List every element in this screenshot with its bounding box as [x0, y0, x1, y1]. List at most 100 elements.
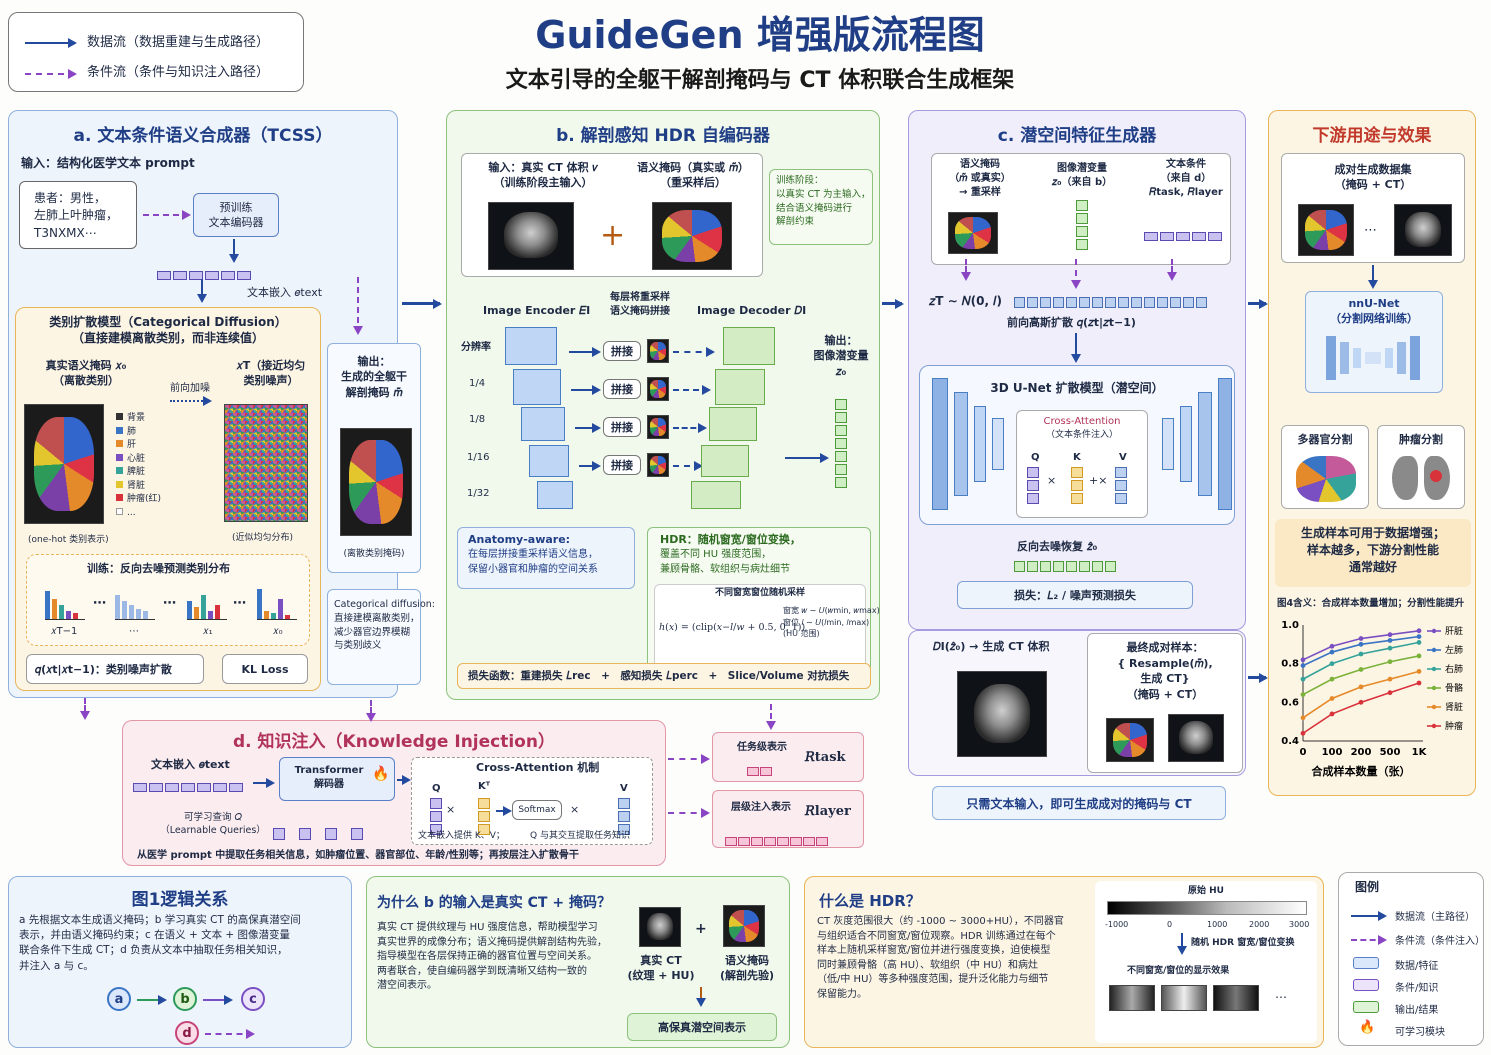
concat-mask-1 — [647, 339, 669, 363]
generated-ct-volume — [957, 671, 1047, 757]
cond-to-seq-3 — [1167, 259, 1177, 281]
multi-organ-label: 多器官分割 — [1297, 433, 1353, 446]
hu-tick-4: 2000 — [1249, 920, 1270, 929]
fig-caption: 图4含义：合成样本数量增加；分割性能提升 — [1277, 598, 1465, 609]
final-sample-box: 最终成对样本： { Resample(𝑚̃), 生成 CT} （掩码 + CT） — [1087, 633, 1243, 773]
data-point — [1329, 676, 1335, 682]
unet-dec-4 — [1218, 378, 1232, 510]
categorical-diffusion-box: 类别扩散模型（Categorical Diffusion） （直接建模离散类别，… — [15, 307, 321, 691]
text-embedding-tokens — [157, 265, 253, 284]
transformer-label: Transformer 解码器 — [294, 765, 364, 790]
cond-to-seq-2 — [1071, 259, 1081, 289]
node-a: a — [107, 987, 131, 1011]
b-to-c-logic — [203, 995, 233, 1005]
d-times-1: × — [446, 803, 456, 816]
final-text: { Resample(𝑚̃), 生成 CT} （掩码 + CT） — [1117, 657, 1213, 701]
hdr-info-box: 什么是 HDR？ CT 灰度范围很大（约 -1000 ~ 3000+HU），不同… — [804, 876, 1324, 1048]
legend-data-feature: 数据/特征 — [1395, 961, 1439, 972]
series-line — [1302, 641, 1420, 680]
d-k-col — [478, 798, 490, 837]
hdr-text: 覆盖不同 HU 强度范围， 兼顾骨骼、软组织与病灶细节 — [660, 549, 790, 575]
d-cross-title: Cross-Attention 机制 — [476, 761, 600, 774]
anatomy-text: 在每层拼接重采样语义信息， 保留小器官和肿瘤的空间关系 — [468, 549, 598, 575]
concat-mask-3 — [647, 415, 669, 439]
legend-label: 右肺 — [1445, 663, 1463, 675]
encoder-to-embed-arrow — [229, 239, 239, 263]
data-point — [1358, 684, 1364, 690]
data-point — [1300, 715, 1306, 721]
enc-block-5 — [537, 481, 573, 509]
data-point — [1300, 663, 1306, 668]
unet-dec-1 — [1162, 418, 1174, 470]
scale-32: 1/32 — [467, 488, 490, 499]
c-cross-sub: （文本条件注入） — [1045, 430, 1118, 440]
data-point — [1416, 634, 1422, 639]
step-x0: 𝑥₀ — [273, 626, 283, 637]
unet-enc-3 — [974, 406, 986, 482]
c-sem-mask-volume — [948, 212, 998, 254]
cat-more: ... — [127, 507, 136, 518]
data-flow-arrow — [25, 38, 77, 48]
hdr-graphic-box: 原始 HU -1000 0 1000 2000 3000 随机 HDR 窗宽/窗… — [1095, 881, 1317, 1043]
legend-cond-swatch — [1353, 979, 1379, 991]
bottom-legend: 图例 数据流（主路径） 条件流（条件注入） 数据/特征 条件/知识 输出/结果 … — [1338, 872, 1485, 1046]
dist-bars-2 — [115, 585, 155, 620]
embed-label: 文本嵌入 𝑒text — [247, 286, 323, 299]
c-to-downstream-arrow — [1248, 299, 1268, 309]
legend-output-swatch — [1353, 1001, 1379, 1013]
d-embed-to-transformer — [253, 778, 275, 788]
x-tick-label: 200 — [1351, 747, 1372, 758]
b-input-box: 输入：真实 CT 体积 𝑣 （训练阶段主输入） 语义掩码（真实或 𝑚̃） （重采… — [461, 153, 763, 277]
why-mask-volume — [723, 905, 765, 947]
xT-noise-volume — [224, 404, 308, 522]
why-plus: + — [695, 921, 707, 937]
d-to-task-arrow — [668, 754, 710, 764]
cat-tumor: 肿瘤(红) — [127, 494, 162, 504]
data-point — [1387, 638, 1393, 643]
c-text-cond-label: 文本条件 （来自 d） 𝑅task, 𝑅layer — [1149, 159, 1223, 198]
step-x1: 𝑥₁ — [203, 626, 213, 637]
b-to-c-arrow — [882, 299, 904, 309]
data-point — [1358, 699, 1364, 705]
dist-bars-3 — [187, 585, 227, 620]
concat-1: 拼接 — [603, 341, 641, 361]
c-cond-box: 语义掩码 （𝑚̃ 或真实） → 重采样 图像潜变量 𝑧₀（来自 b） 文本条件 … — [931, 153, 1231, 265]
c-cross-title: Cross-Attention — [1043, 416, 1121, 427]
kl-loss-box: KL Loss — [222, 654, 308, 684]
train-note-box: 训练阶段： 以真实 CT 为主输入， 结合语义掩码进行 解剖约束 — [769, 169, 873, 245]
latent-z0-tokens — [835, 399, 847, 490]
layer-tokens — [725, 831, 829, 850]
hdr-info-title: 什么是 HDR？ — [819, 892, 921, 910]
c-v-label: V — [1119, 452, 1127, 463]
x0-mask-volume — [24, 404, 104, 524]
q-diffusion-label: 𝑞(𝑥t|𝑥t−1)：类别噪声扩散 — [35, 663, 172, 676]
dots-3: ⋯ — [233, 596, 246, 611]
y-tick-label: 1.0 — [1281, 620, 1299, 631]
uniform-caption: (近似均匀分布) — [232, 533, 294, 543]
softmax-box: Softmax — [512, 800, 562, 820]
enc-block-2 — [513, 369, 561, 405]
hdr-window-2 — [1161, 985, 1207, 1011]
c-img-latent-label: 图像潜变量 𝑧₀（来自 b） — [1051, 163, 1113, 188]
data-point — [1300, 676, 1306, 682]
concat-mask-4 — [647, 453, 669, 477]
d-q-col — [430, 798, 442, 837]
hdr-dots: ⋯ — [1275, 990, 1287, 1004]
anatomy-title: Anatomy-aware: — [468, 533, 571, 546]
step-xT-1: 𝑥T−1 — [51, 626, 78, 637]
legend-cond-knowledge: 条件/知识 — [1395, 983, 1439, 994]
cond-to-seq-1 — [961, 259, 971, 281]
cd-note: Categorical diffusion: 直接建模离散类别， 减少器官边界模… — [334, 599, 435, 652]
series-line — [1302, 682, 1420, 734]
input-label: 输入：结构化医学文本 prompt — [21, 156, 195, 170]
resolution-label: 分辨率 — [461, 342, 491, 353]
logic-text: a 先根据文本生成语义掩码；b 学习真实 CT 的高保真潜空间 表示，并由语义掩… — [19, 914, 301, 972]
per-layer-label: 每层将重采样 语义掩码拼接 — [610, 292, 670, 317]
cat-heart: 心脏 — [127, 453, 146, 464]
legend-data-flow: 数据流（主路径） — [1395, 912, 1475, 923]
why-title: 为什么 b 的输入是真实 CT + 掩码？ — [377, 895, 611, 911]
tumor-icon — [1430, 470, 1442, 482]
output-mask-title: 输出： 生成的全躯干 解剖掩码 𝑚̃ — [341, 355, 407, 399]
hu-title: 原始 HU — [1188, 886, 1224, 896]
scale-16: 1/16 — [467, 452, 490, 463]
